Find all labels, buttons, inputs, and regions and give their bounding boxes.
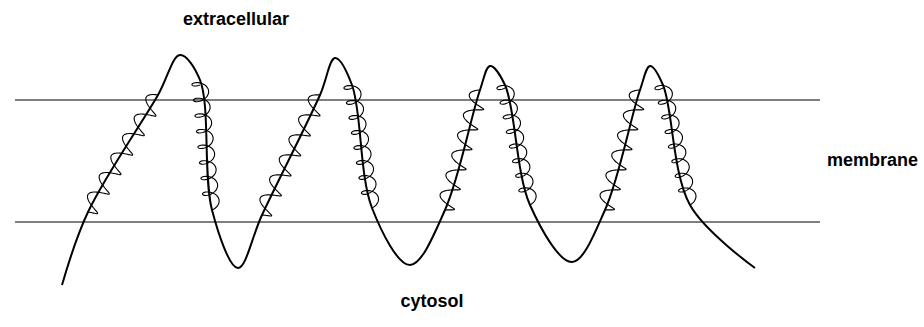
- alpha-helix: [655, 86, 696, 205]
- alpha-helix: [260, 95, 320, 216]
- region-label: extracellular: [183, 10, 289, 30]
- alpha-helix: [87, 95, 158, 214]
- polypeptide-chain: [62, 55, 755, 285]
- membrane-boundary: [15, 221, 820, 222]
- alpha-helix: [440, 90, 484, 210]
- alpha-helix: [497, 86, 536, 206]
- alpha-helix: [192, 83, 219, 210]
- region-label: cytosol: [400, 292, 463, 312]
- alpha-helix: [344, 86, 379, 208]
- alpha-helix: [600, 90, 644, 210]
- region-label: membrane: [827, 151, 918, 171]
- membrane-boundary: [15, 99, 820, 100]
